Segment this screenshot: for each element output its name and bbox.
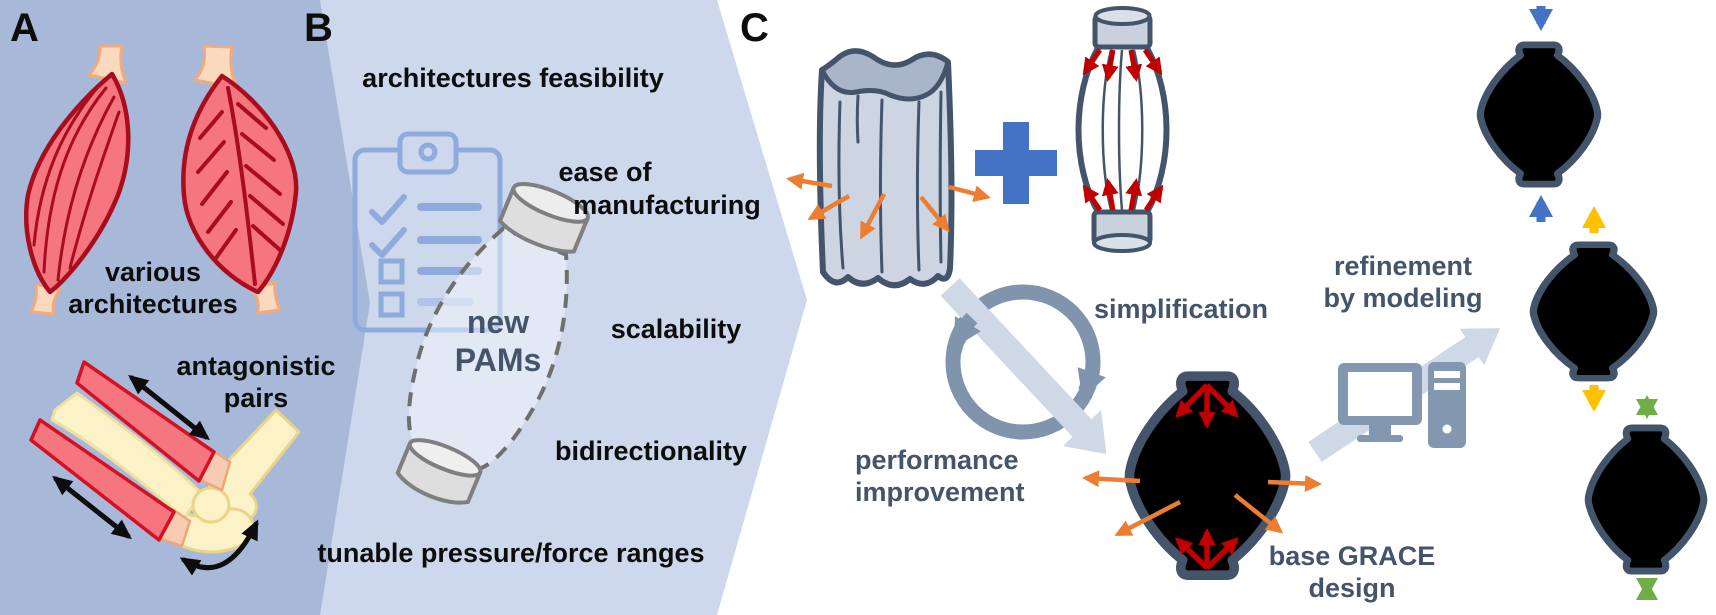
caption-architectures-feasibility: architectures feasibility xyxy=(362,63,664,93)
dashed-pam-concept-icon xyxy=(395,181,590,505)
caption-scalability: scalability xyxy=(610,314,742,344)
grace-muscle-icon-blue xyxy=(1480,6,1597,222)
pam-lens-body xyxy=(406,226,569,473)
grace-muscle-icon-base xyxy=(1082,376,1322,575)
bellows-bottom-endcap xyxy=(1091,209,1153,253)
caption-line: base GRACE xyxy=(1268,541,1436,571)
caption-antagonistic-pairs: antagonistic pairs xyxy=(176,350,335,414)
tube-opening xyxy=(819,48,951,102)
double-arrow-icon xyxy=(52,475,132,540)
caption-refinement-by-modeling: refinement by modeling xyxy=(1323,250,1482,314)
fusiform-muscle-icon xyxy=(24,44,131,316)
grace-expansion-arrows xyxy=(1082,470,1322,536)
pam-top-endcap xyxy=(497,181,590,254)
clipboard-checklist-icon xyxy=(352,131,503,333)
caption-various-architectures: various architectures xyxy=(68,256,238,320)
caption-line: pairs xyxy=(223,383,289,413)
fusiform-top-tendon xyxy=(87,44,128,85)
fusiform-fibre-lines xyxy=(32,86,121,282)
caption-new-pams: new PAMs xyxy=(455,303,542,379)
caption-line: performance xyxy=(855,445,1019,475)
caption-manufacturing: manufacturing xyxy=(573,190,761,220)
pennate-muscle-icon xyxy=(181,44,299,315)
rotation-arrow-icon xyxy=(179,519,259,576)
caption-line: architectures xyxy=(68,289,238,319)
grace-contraction-arrows xyxy=(1175,383,1239,570)
grace-muscle-icon-yellow xyxy=(1533,206,1653,412)
caption-line: improvement xyxy=(855,477,1025,507)
caption-line: antagonistic xyxy=(176,351,336,381)
contraction-arrows-icon xyxy=(1082,48,1164,212)
elbow-antagonistic-pair-icon xyxy=(29,360,301,576)
caption-performance-improvement: performance improvement xyxy=(855,444,1025,508)
corrugated-tube-icon xyxy=(786,48,991,289)
panel-a-label: A xyxy=(10,6,39,50)
panel-b-label: B xyxy=(304,6,333,50)
caption-ease-of: ease of xyxy=(558,157,652,187)
plus-icon xyxy=(975,122,1057,204)
tube-expansion-arrows xyxy=(786,172,991,240)
diagonal-arrow-icon xyxy=(940,278,1107,455)
pam-bottom-endcap xyxy=(395,438,483,505)
elbow-ball-joint xyxy=(191,486,231,524)
caption-line: new xyxy=(466,304,530,340)
caption-line: PAMs xyxy=(454,342,542,378)
caption-line: refinement xyxy=(1333,251,1473,281)
caption-simplification: simplification xyxy=(1093,294,1269,324)
double-arrow-icon xyxy=(128,374,210,441)
bellows-muscle-icon xyxy=(1075,6,1170,253)
caption-tunable-ranges: tunable pressure/force ranges xyxy=(317,538,705,568)
bellows-top-endcap xyxy=(1092,6,1153,50)
panel-c-label: C xyxy=(740,6,769,50)
caption-base-grace-design: base GRACE design xyxy=(1269,540,1436,604)
grace-muscle-icon-green xyxy=(1588,395,1703,600)
caption-bidirectionality: bidirectionality xyxy=(554,436,748,466)
caption-line: by modeling xyxy=(1323,283,1483,313)
caption-line: design xyxy=(1308,573,1396,603)
cycle-arrows-icon xyxy=(940,278,1107,455)
computer-icon xyxy=(1308,328,1501,462)
pennate-fibre-lines xyxy=(196,86,285,286)
caption-line: various xyxy=(104,257,202,287)
tube-fold-lines xyxy=(837,90,943,274)
